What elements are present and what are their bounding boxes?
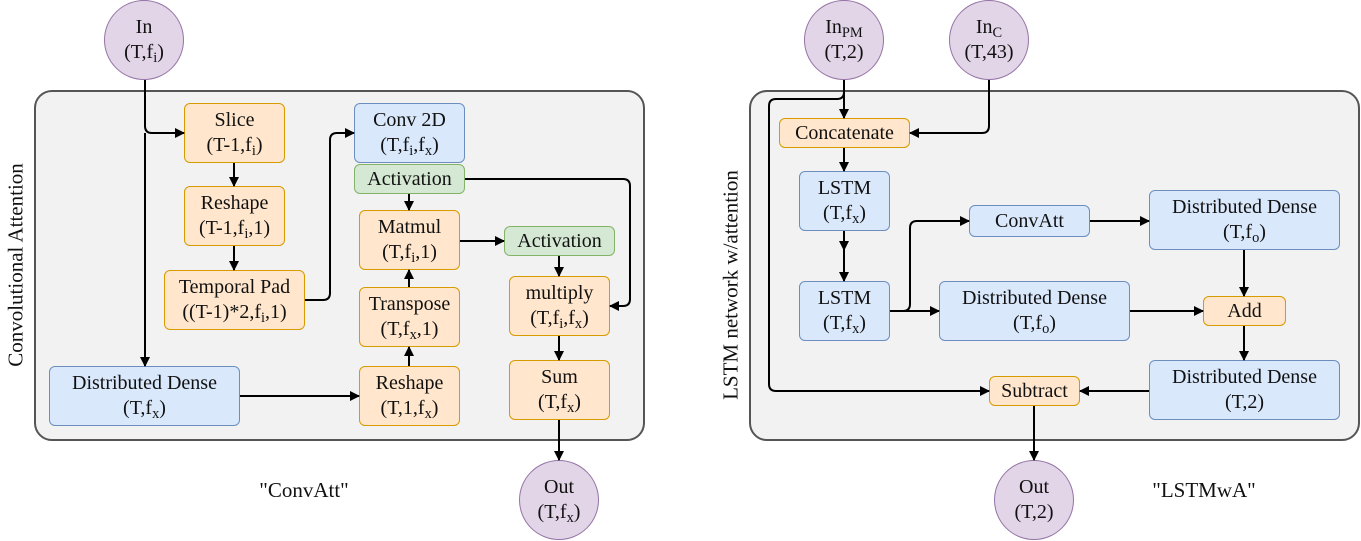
in-c-node: InC (T,43) [949, 0, 1029, 80]
temporal-pad-node: Temporal Pad ((T-1)*2,fi,1) [164, 270, 305, 330]
slice-node: Slice (T-1,fi) [184, 103, 285, 163]
reshape-node-1: Reshape (T-1,fi,1) [184, 186, 285, 246]
in-pm-node: InPM (T,2) [804, 0, 884, 80]
lstm-attention-caption: "LSTMwA" [1152, 478, 1256, 502]
lstm-out-node: Out (T,2) [994, 460, 1074, 540]
conv-out-node: Out (T,fx) [519, 460, 599, 540]
distributed-dense-fo-top-node: Distributed Dense (T,fo) [1149, 190, 1340, 250]
lstm-node-2: LSTM (T,fx) [799, 281, 890, 341]
conv-in-node: In (T,fi) [104, 0, 184, 80]
activation-node-1: Activation [354, 164, 465, 194]
lstm-node-1: LSTM (T,fx) [799, 171, 890, 231]
edge-in-pm-to-subtract [768, 91, 990, 396]
add-node: Add [1203, 296, 1286, 326]
activation-node-2: Activation [504, 226, 615, 256]
reshape-node-2: Reshape (T,1,fx) [359, 366, 460, 426]
multiply-node: multiply (T,fi,fx) [509, 276, 610, 336]
concatenate-node: Concatenate [779, 118, 910, 148]
edge-in-to-slice [144, 80, 185, 138]
sum-node: Sum (T,fx) [509, 360, 610, 420]
transpose-node: Transpose (T,fx,1) [359, 287, 460, 347]
distributed-dense-fo-mid-node: Distributed Dense (T,fo) [939, 281, 1130, 341]
edge-activation-to-multiply [465, 178, 631, 311]
edge-lstm-to-convatt [890, 216, 970, 312]
edge-temporal-pad-to-conv2d [305, 128, 355, 301]
conv-attention-caption: "ConvAtt" [259, 478, 349, 502]
edge-in-c-to-concatenate [909, 80, 990, 138]
distributed-dense-node-conv: Distributed Dense (T,fx) [49, 366, 240, 426]
matmul-node: Matmul (T,fi,1) [359, 210, 460, 270]
conv2d-node: Conv 2D (T,fi,fx) [354, 103, 465, 163]
